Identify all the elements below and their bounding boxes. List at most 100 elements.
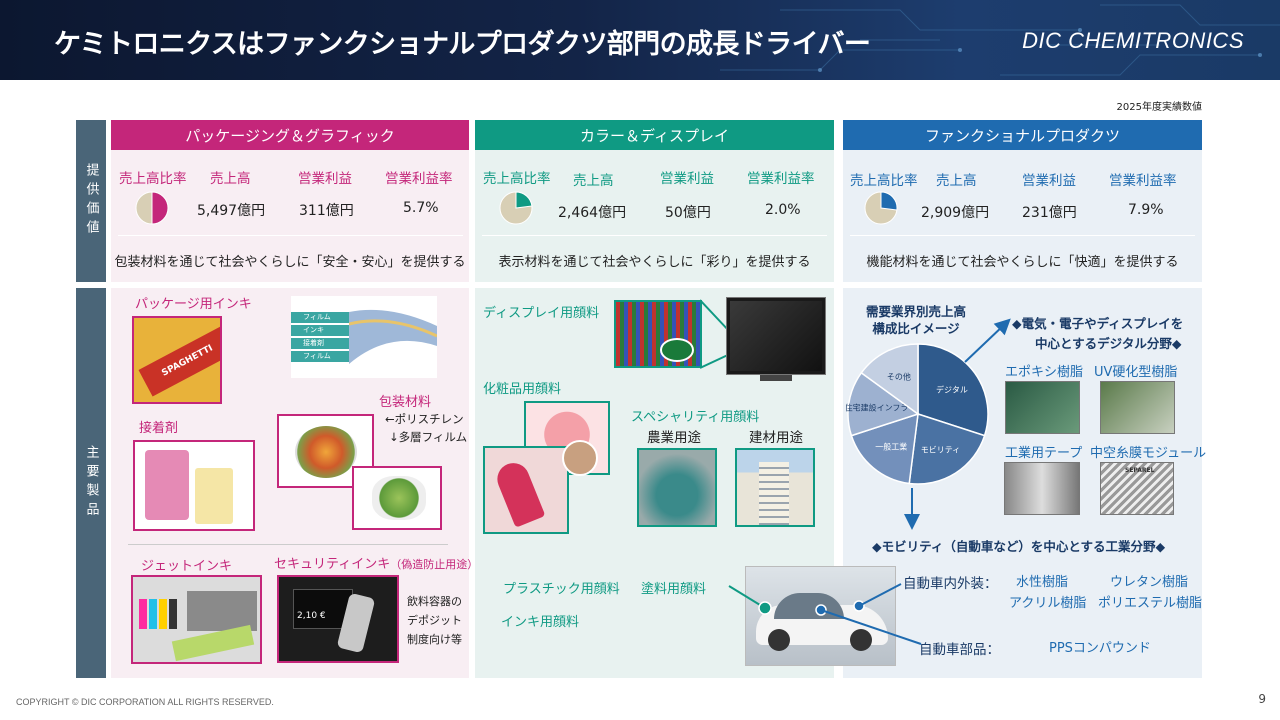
security-ink-image: 2,10 € xyxy=(277,575,399,663)
pie-label-4: その他 xyxy=(887,372,911,382)
digital-note-2: 中心とするデジタル分野◆ xyxy=(1035,336,1182,351)
pie-label-1: モビリティ xyxy=(921,445,961,454)
copyright: COPYRIGHT © DIC CORPORATION ALL RIGHTS R… xyxy=(16,697,274,707)
label-auto-parts: 自動車部品： xyxy=(919,642,1000,658)
mobility-note: ◆モビリティ（自動車など）を中心とする工業分野◆ xyxy=(872,539,1166,554)
page-number: 9 xyxy=(1258,692,1266,706)
label-acrylic-resin: アクリル樹脂 xyxy=(1009,596,1087,611)
divider xyxy=(118,235,463,236)
digital-note-1: ◆電気・電子やディスプレイを xyxy=(1012,316,1184,331)
label-cosmetic-pigment: 化粧品用顔料 xyxy=(483,382,562,397)
divider xyxy=(482,235,827,236)
pie-label-0: デジタル xyxy=(936,384,968,394)
label-security-ink: セキュリティインキ（偽造防止用途） xyxy=(274,553,478,572)
label-uv: UV硬化型樹脂 xyxy=(1094,365,1178,380)
label-plastic-pigment: プラスチック用顔料 xyxy=(503,582,620,597)
label-agriculture: 農業用途 xyxy=(647,430,701,446)
jet-ink-image xyxy=(131,575,262,664)
deposit-note-2: デポジット xyxy=(407,614,462,627)
building-image xyxy=(735,448,815,527)
kpi-label-sales: 売上高 xyxy=(573,173,614,189)
layer-film: フィルム xyxy=(291,312,351,323)
label-specialty-pigment: スペシャリティ用顔料 xyxy=(631,410,760,425)
label-urethane-resin: ウレタン樹脂 xyxy=(1110,575,1189,590)
pie-slice-0 xyxy=(917,343,989,437)
fiscal-note: 2025年度実績数値 xyxy=(1116,102,1202,113)
connector-lines xyxy=(700,299,731,369)
label-pps: PPSコンパウンド xyxy=(1049,641,1151,656)
value-statement: 包装材料を通じて社会やくらしに「安全・安心」を提供する xyxy=(114,255,466,270)
pie-slice-4 xyxy=(860,343,919,416)
lipstick-image xyxy=(483,446,569,534)
label-polyester-resin: ポリエステル樹脂 xyxy=(1098,596,1203,611)
share-pie-packaging xyxy=(135,191,169,225)
layer-adhesive: 接着剤 xyxy=(291,338,351,349)
layer-film: フィルム xyxy=(291,351,351,362)
kpi-op-value: 311億円 xyxy=(299,203,354,219)
divider xyxy=(850,235,1195,236)
agriculture-image xyxy=(637,448,717,527)
adhesive-package-image xyxy=(133,440,255,531)
pie-slice-2 xyxy=(850,412,919,485)
kpi-op-value: 231億円 xyxy=(1022,205,1077,221)
label-hollow-fiber: 中空糸膜モジュール xyxy=(1090,446,1207,461)
label-auto-interior: 自動車内外装： xyxy=(903,576,998,592)
divider xyxy=(128,544,448,545)
hollow-fiber-image: SEPAREL xyxy=(1100,462,1174,515)
spaghetti-label: SPAGHETTI xyxy=(138,325,220,397)
label-packaging-material: 包装材料 xyxy=(379,395,432,410)
kpi-margin-value: 7.9% xyxy=(1128,202,1164,218)
segment-header-functional: ファンクショナルプロダクツ xyxy=(843,120,1202,150)
kpi-label-ratio: 売上高比率 xyxy=(850,173,918,189)
display-pixel-image xyxy=(614,300,702,368)
kpi-label-ratio: 売上高比率 xyxy=(483,171,551,187)
brand-logo-text: DIC CHEMITRONICS xyxy=(1022,28,1244,53)
pie-label-3: 住宅建設インフラ xyxy=(846,402,908,412)
material-multilayer-film: ↓多層フィルム xyxy=(389,430,468,444)
pie-slice-3 xyxy=(847,371,920,437)
separel-logo: SEPAREL xyxy=(1125,467,1155,474)
label-water-resin: 水性樹脂 xyxy=(1016,575,1069,590)
pie-label-2: 一般工業 xyxy=(875,441,907,451)
kpi-op-value: 50億円 xyxy=(665,205,711,221)
security-ink-name: セキュリティインキ xyxy=(274,557,391,572)
value-statement: 表示材料を通じて社会やくらしに「彩り」を提供する xyxy=(498,255,811,270)
kpi-sales-value: 2,464億円 xyxy=(558,205,627,221)
label-building: 建材用途 xyxy=(749,430,803,446)
multilayer-film-container-image xyxy=(352,466,442,530)
film-layer-diagram: フィルム インキ 接着剤 フィルム xyxy=(291,296,437,378)
value-statement: 機能材料を通じて社会やくらしに「快適」を提供する xyxy=(866,255,1179,270)
color-kpi-panel xyxy=(475,150,834,282)
spaghetti-package-image: SPAGHETTI xyxy=(132,316,222,404)
arrows xyxy=(904,318,1011,530)
kpi-sales-value: 2,909億円 xyxy=(921,205,990,221)
pie-share-slice xyxy=(515,191,533,209)
kpi-margin-value: 2.0% xyxy=(765,202,801,218)
material-polystyrene: ←ポリスチレン xyxy=(385,412,464,426)
kpi-label-op: 営業利益 xyxy=(660,171,714,187)
fp-kpi-panel xyxy=(843,150,1202,282)
layer-wave xyxy=(349,309,437,364)
label-display-pigment: ディスプレイ用顔料 xyxy=(483,306,600,321)
car-connectors xyxy=(728,583,922,645)
page-title: ケミトロニクスはファンクショナルプロダクツ部門の成長ドライバー xyxy=(54,29,871,60)
monitor-image xyxy=(726,297,826,383)
label-industrial-tape: 工業用テープ xyxy=(1005,446,1083,461)
label-package-ink: パッケージ用インキ xyxy=(135,297,252,312)
label-jet-ink: ジェットインキ xyxy=(141,559,233,574)
kpi-label-sales: 売上高 xyxy=(210,171,251,187)
kpi-label-op: 営業利益 xyxy=(298,171,352,187)
sidebar-offer: 提供価値 xyxy=(76,120,106,282)
segment-header-color: カラー＆ディスプレイ xyxy=(475,120,834,150)
label-adhesive: 接着剤 xyxy=(139,421,179,436)
deposit-note-3: 制度向け等 xyxy=(407,633,462,646)
layer-ink: インキ xyxy=(291,325,351,336)
pie-title-2: 構成比イメージ xyxy=(872,321,960,336)
kpi-margin-value: 5.7% xyxy=(403,200,439,216)
label-ink-pigment: インキ用顔料 xyxy=(501,615,580,630)
polystyrene-container-image xyxy=(277,414,374,488)
uv-resin-image xyxy=(1100,381,1175,434)
pie-share-slice xyxy=(880,191,898,211)
epoxy-image xyxy=(1005,381,1080,434)
